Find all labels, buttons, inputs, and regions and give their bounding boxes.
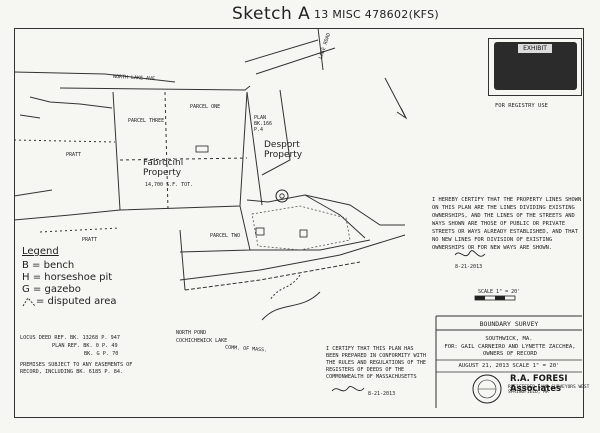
survey-type: BOUNDARY SURVEY (479, 320, 539, 328)
street-cochichewick-lake: COCHICHEWICK LAKE (176, 338, 228, 344)
legend-title: Legend (22, 246, 59, 257)
drawing-border (14, 28, 584, 418)
fabrocini-area-label: 14,700 S.F. TOT. (145, 182, 194, 188)
legend-item-bench: B = bench (22, 260, 75, 271)
street-north-pond: NORTH POND (176, 330, 207, 336)
disputed-area-swatch (22, 297, 36, 307)
parcel-two-label: PARCEL TWO (210, 233, 241, 239)
parcel-one-label: PARCEL ONE (190, 104, 221, 110)
registry-note: FOR REGISTRY USE (495, 103, 548, 109)
easement-note: PREMISES SUBJECT TO ANY EASEMENTS OF REC… (20, 362, 133, 375)
legend-item-gazebo: G = gazebo (22, 284, 81, 295)
firm-name: R.A. FORESI Associates (510, 374, 568, 394)
certification-date: 8-21-2013 (455, 264, 483, 270)
pratt-label-2: PRATT (82, 237, 98, 243)
plan-ref-note: PLAN REF. BK. 0 P. 49 (52, 343, 118, 349)
exhibit-label: EXHIBIT (518, 44, 552, 53)
parcel-three-label: PARCEL THREE (128, 118, 165, 124)
firm-subtitle: REGISTERED LAND SURVEYORS WEST SPRINGFIE… (508, 385, 590, 395)
certification-text: I HEREBY CERTIFY THAT THE PROPERTY LINES… (432, 197, 582, 251)
pratt-label-1: PRATT (66, 152, 82, 158)
plan-ref2-note: BK. G P. 70 (84, 351, 119, 357)
conformity-date: 8-21-2013 (368, 391, 396, 397)
conformity-note: I CERTIFY THAT THIS PLAN HAS BEEN PREPAR… (326, 346, 426, 380)
desport-property-label: Desport Property (264, 140, 303, 160)
survey-town: SOUTHWICK, MA. (485, 336, 533, 342)
legend-item-disputed-area: = disputed area (36, 296, 117, 307)
legend-item-horseshoe-pit: H = horseshoe pit (22, 272, 113, 283)
plan-label: PLAN BK.166 P.4 (254, 115, 273, 133)
scale-label: SCALE 1" = 20' (478, 289, 521, 295)
survey-date-scale: AUGUST 21, 2013 SCALE 1" = 20' (458, 363, 560, 369)
case-reference: 13 MISC 478602(KFS) (314, 8, 439, 21)
fabrocini-property-label: Fabrocini Property (143, 158, 184, 178)
locus-deed-note: LOCUS DEED REF. BK. 13268 P. 947 (20, 335, 120, 341)
survey-owners: FOR: GAIL CARNEIRO AND LYNETTE ZACCHEA, … (444, 344, 576, 357)
sketch-title: Sketch A (232, 4, 311, 24)
